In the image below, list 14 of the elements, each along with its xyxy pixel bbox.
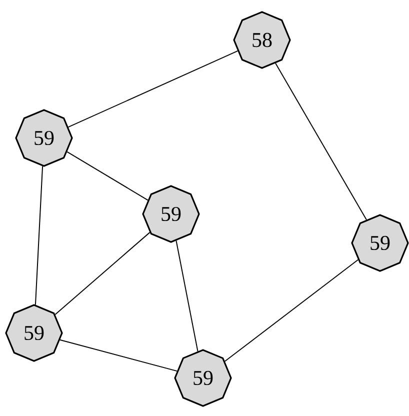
octagon-node: 58 bbox=[233, 11, 291, 69]
edge-line bbox=[66, 151, 148, 201]
edge-line bbox=[224, 259, 359, 362]
octagon-node: 59 bbox=[174, 349, 232, 407]
octagon-node: 59 bbox=[351, 214, 409, 272]
octagon-node: 59 bbox=[142, 185, 200, 243]
octagon-node: 59 bbox=[5, 304, 63, 362]
edge-line bbox=[34, 166, 44, 306]
edge-line bbox=[54, 232, 150, 316]
octagon-node: 59 bbox=[15, 109, 73, 167]
edge-line bbox=[176, 240, 198, 352]
edge-line bbox=[275, 62, 367, 220]
edge-line bbox=[60, 339, 178, 372]
edge-line bbox=[68, 50, 238, 128]
